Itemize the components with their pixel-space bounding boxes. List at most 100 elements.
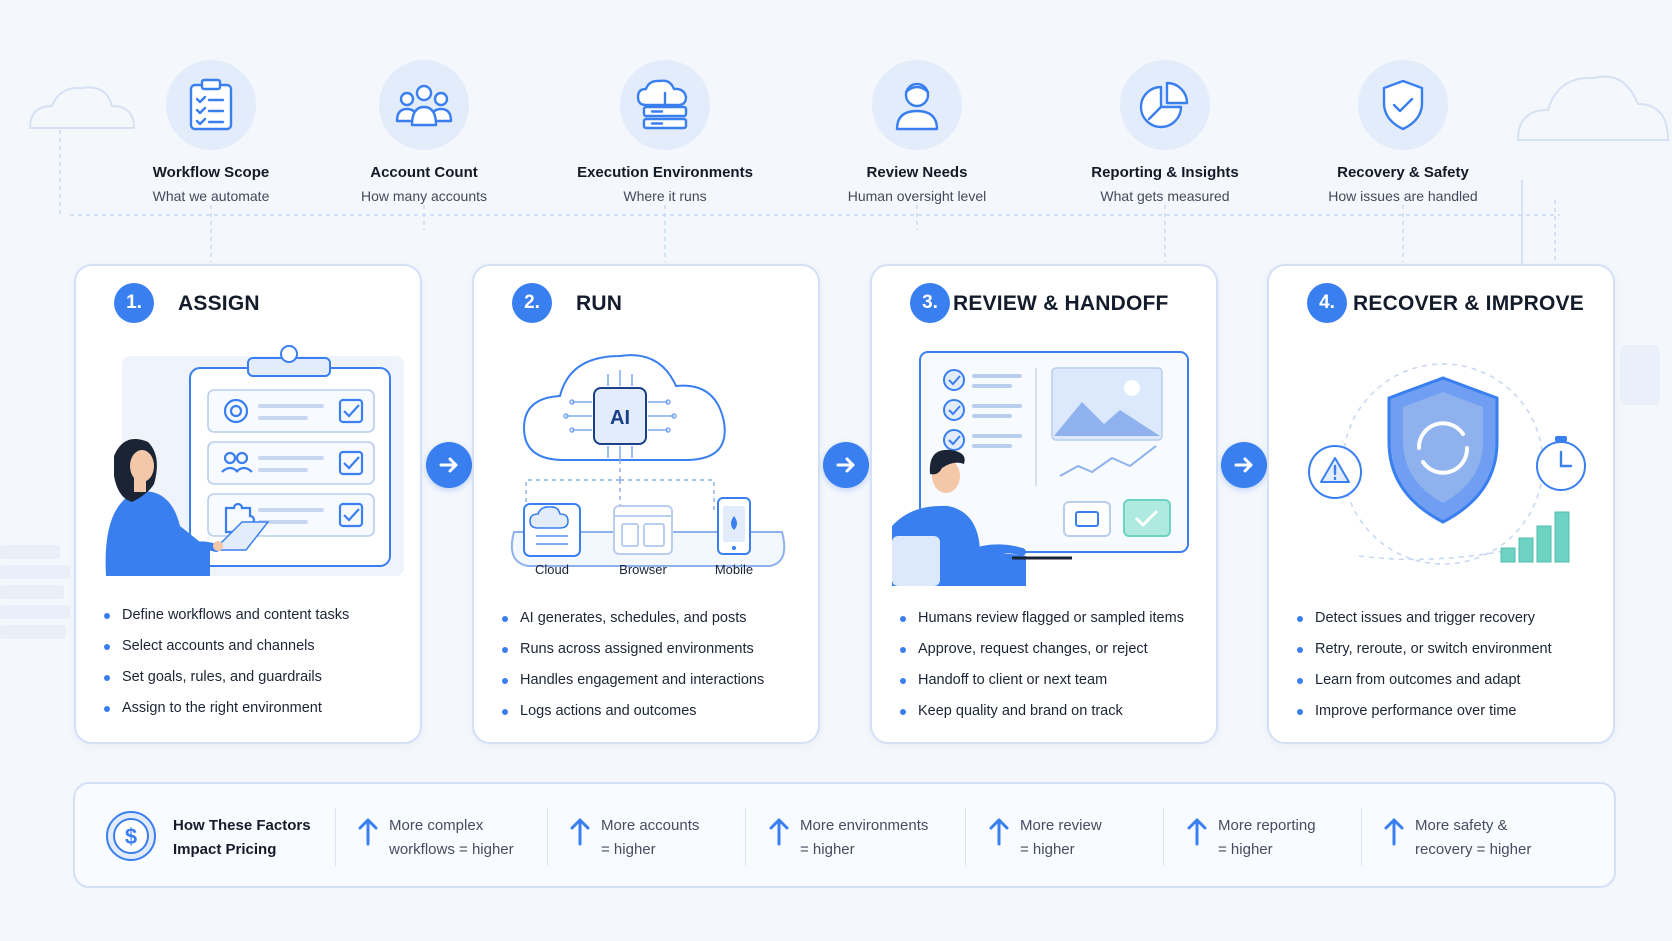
factor-subtitle: Where it runs — [623, 188, 707, 204]
factor-subtitle: Human oversight level — [847, 188, 987, 204]
stage-card-recover-improve: 4. RECOVER & IMPROVE Detect issues and t… — [1267, 264, 1615, 744]
mobile-env-icon — [717, 497, 751, 555]
stage-bullets: AI generates, schedules, and posts Runs … — [502, 603, 764, 727]
pricing-title: How These Factors Impact Pricing — [173, 814, 311, 862]
arrow-up-icon — [358, 818, 378, 846]
factor-account-count: Account Count How many accounts — [324, 60, 524, 204]
divider — [1361, 808, 1362, 866]
pricing-item-line2: = higher — [1020, 841, 1075, 858]
factor-title: Reporting & Insights — [1091, 164, 1239, 181]
arrow-up-icon — [989, 818, 1009, 846]
clipboard-list-icon — [166, 60, 256, 150]
factor-title: Execution Environments — [577, 164, 753, 181]
pie-chart-icon — [1120, 60, 1210, 150]
pricing-item-line2: recovery = higher — [1415, 841, 1532, 858]
factor-recovery-safety: Recovery & Safety How issues are handled — [1303, 60, 1503, 204]
recover-illustration — [1308, 363, 1586, 565]
stage-number: 4. — [1307, 283, 1347, 323]
stage-card-run: 2. RUN AI Cloud — [472, 264, 820, 744]
arrow-up-icon — [1187, 818, 1207, 846]
env-label-cloud: Cloud — [535, 562, 569, 577]
cloud-server-icon — [620, 60, 710, 150]
stage-title: RECOVER & IMPROVE — [1353, 292, 1584, 315]
flow-arrow-icon — [823, 442, 869, 488]
divider — [965, 808, 966, 866]
arrow-up-icon — [570, 818, 590, 846]
factor-title: Recovery & Safety — [1337, 164, 1469, 181]
bullet-item: Runs across assigned environments — [502, 634, 764, 665]
pricing-item-line1: More environments — [800, 817, 929, 834]
stage-number: 2. — [512, 283, 552, 323]
warning-icon — [1308, 445, 1362, 499]
factor-subtitle: How many accounts — [360, 188, 488, 204]
factor-subtitle: What we automate — [152, 188, 270, 204]
divider — [335, 808, 336, 866]
pricing-item-line1: More review — [1020, 817, 1102, 834]
factor-title: Workflow Scope — [152, 164, 270, 181]
stage-title: REVIEW & HANDOFF — [953, 292, 1169, 315]
pricing-title-line1: How These Factors — [173, 817, 311, 834]
svg-text:$: $ — [125, 824, 137, 849]
stage-bullets: Define workflows and content tasks Selec… — [104, 600, 349, 724]
divider — [547, 808, 548, 866]
bullet-item: Approve, request changes, or reject — [900, 634, 1184, 665]
stage-bullets: Humans review flagged or sampled items A… — [900, 603, 1184, 727]
pricing-item-line2: = higher — [601, 841, 656, 858]
arrow-up-icon — [769, 818, 789, 846]
factor-execution-environments: Execution Environments Where it runs — [565, 60, 765, 204]
bullet-item: AI generates, schedules, and posts — [502, 603, 764, 634]
bullet-item: Retry, reroute, or switch environment — [1297, 634, 1552, 665]
flow-arrow-icon — [1221, 442, 1267, 488]
person-icon — [872, 60, 962, 150]
browser-env-icon — [613, 505, 673, 555]
factor-review-needs: Review Needs Human oversight level — [817, 60, 1017, 204]
ai-chip-label: AI — [610, 407, 630, 429]
pricing-item-line2: = higher — [1218, 841, 1273, 858]
pricing-item-line1: More complex — [389, 817, 484, 834]
pricing-item-line1: More reporting — [1218, 817, 1316, 834]
env-label-mobile: Mobile — [715, 562, 753, 577]
review-illustration — [892, 351, 1189, 586]
arrow-up-icon — [1384, 818, 1404, 846]
pricing-item-line1: More safety & — [1415, 817, 1508, 834]
stage-number: 3. — [910, 283, 950, 323]
stage-title: RUN — [576, 292, 623, 315]
flow-arrow-icon — [426, 442, 472, 488]
cloud-env-icon — [523, 503, 581, 557]
bullet-item: Improve performance over time — [1297, 696, 1552, 727]
env-label-browser: Browser — [619, 562, 667, 577]
bullet-item: Learn from outcomes and adapt — [1297, 665, 1552, 696]
bullet-item: Define workflows and content tasks — [104, 600, 349, 631]
dollar-icon: $ — [106, 811, 156, 861]
pricing-impact-bar: $ How These Factors Impact Pricing More … — [73, 782, 1616, 888]
clock-icon — [1536, 436, 1586, 491]
pricing-title-line2: Impact Pricing — [173, 841, 277, 858]
factor-workflow-scope: Workflow Scope What we automate — [111, 60, 311, 204]
stage-card-assign: 1. ASSIGN D — [74, 264, 422, 744]
bullet-item: Assign to the right environment — [104, 693, 349, 724]
pricing-item-line2: workflows = higher — [389, 841, 514, 858]
bullet-item: Keep quality and brand on track — [900, 696, 1184, 727]
factor-reporting-insights: Reporting & Insights What gets measured — [1065, 60, 1265, 204]
bullet-item: Handoff to client or next team — [900, 665, 1184, 696]
stage-card-review-handoff: 3. REVIEW & HANDOFF Humans review flag — [870, 264, 1218, 744]
bullet-item: Humans review flagged or sampled items — [900, 603, 1184, 634]
stage-bullets: Detect issues and trigger recovery Retry… — [1297, 603, 1552, 727]
pricing-item-line2: = higher — [800, 841, 855, 858]
bullet-item: Detect issues and trigger recovery — [1297, 603, 1552, 634]
divider — [745, 808, 746, 866]
factor-title: Account Count — [370, 164, 478, 181]
divider — [1163, 808, 1164, 866]
user-group-icon — [379, 60, 469, 150]
bullet-item: Select accounts and channels — [104, 631, 349, 662]
pricing-item-line1: More accounts — [601, 817, 700, 834]
assign-illustration — [105, 345, 404, 576]
stage-title: ASSIGN — [178, 292, 260, 315]
bullet-item: Logs actions and outcomes — [502, 696, 764, 727]
bullet-item: Set goals, rules, and guardrails — [104, 662, 349, 693]
factor-title: Review Needs — [866, 164, 968, 181]
factor-subtitle: What gets measured — [1100, 188, 1230, 204]
run-illustration: AI Cloud Browser Mobile — [510, 354, 786, 577]
shield-check-icon — [1358, 60, 1448, 150]
